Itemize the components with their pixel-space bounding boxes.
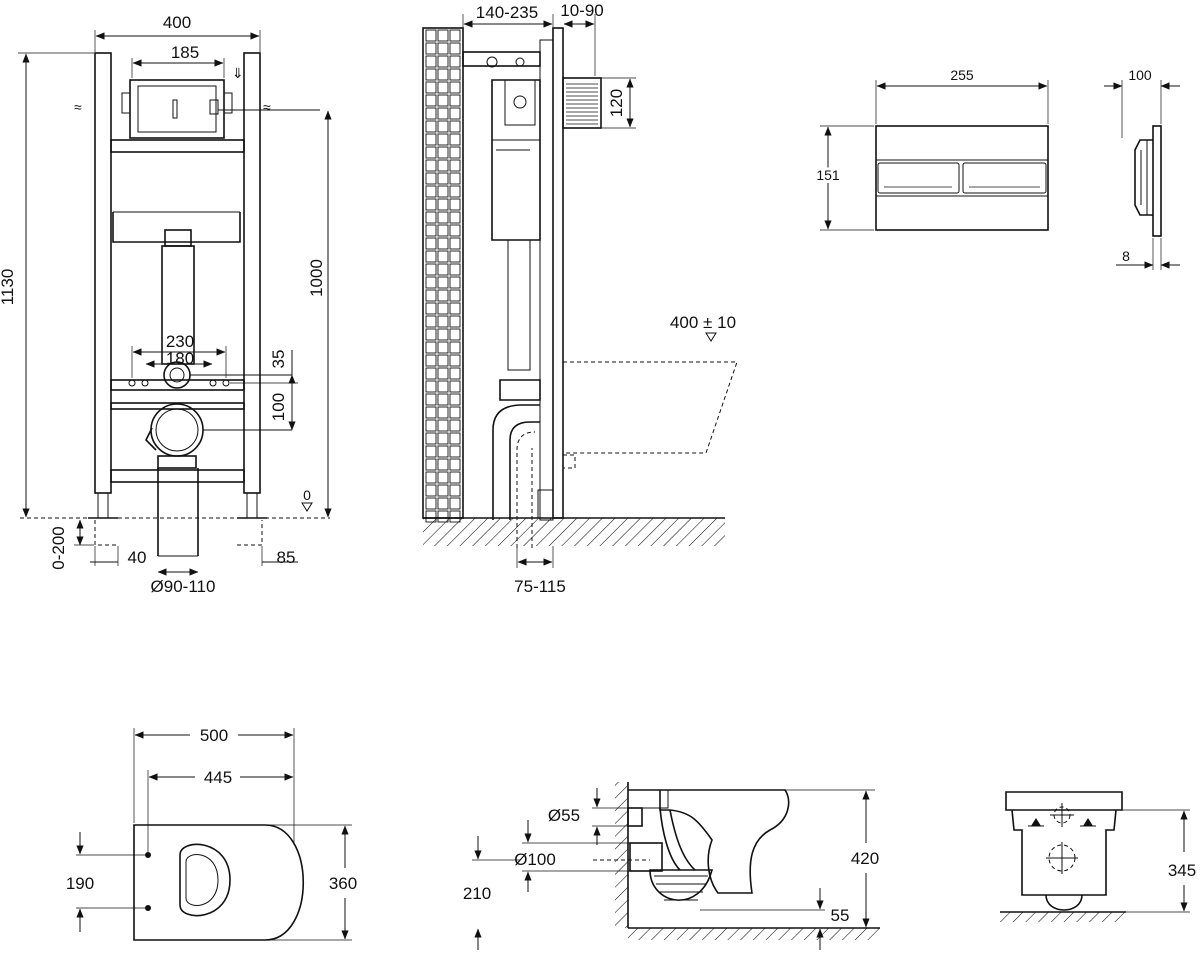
dim-mechanism-height: 120 (607, 89, 626, 117)
dim-rear-height: 345 (1168, 861, 1196, 880)
dim-button-height: 1000 (307, 259, 326, 297)
dim-toilet-width: 360 (329, 874, 357, 893)
dim-leg-40: 40 (128, 548, 147, 567)
wall-brick-grid (425, 29, 461, 523)
flush-plate (875, 125, 1049, 231)
dim-bolt-inner: 180 (166, 349, 194, 368)
dim-plate-thickness: 8 (1122, 248, 1130, 264)
dim-pipe-diameter: Ø90-110 (151, 577, 216, 596)
floor-hatch (423, 518, 725, 546)
dim-bottom-gap: 55 (831, 906, 850, 925)
dim-leg-85: 85 (277, 548, 296, 567)
toilet-top-view: 500 445 360 190 (66, 726, 357, 941)
dim-module-width: 185 (171, 43, 199, 62)
right-upright (243, 52, 261, 494)
dim-plate-height: 151 (816, 167, 840, 183)
dim-depth-range: 140-235 (476, 3, 538, 22)
dim-frame-width: 400 (163, 13, 191, 32)
dim-outlet-diameter: Ø100 (514, 850, 556, 869)
svg-text:⇓: ⇓ (232, 65, 244, 81)
toilet-rear-rim (1005, 791, 1123, 811)
dim-inlet-offset: 35 (269, 350, 288, 369)
dim-bowl-height: 400 ± 10 (670, 313, 736, 332)
dim-plate-width: 255 (950, 67, 974, 83)
flush-plate-side-view: 100 8 (1104, 67, 1180, 270)
dim-outlet-height: 210 (463, 884, 491, 903)
dim-toilet-length: 500 (200, 726, 228, 745)
dim-bolt-spacing: 190 (66, 874, 94, 893)
toilet-bowl-top (133, 824, 304, 941)
svg-text:≈: ≈ (263, 99, 271, 115)
dim-wall-range: 10-90 (560, 1, 603, 20)
toilet-bowl-side (628, 789, 790, 894)
frame-side-view: 140-235 10-90 120 400 ± 10 75-115 (422, 1, 738, 596)
wall-blocks (422, 27, 464, 519)
dim-toilet-height: 420 (851, 849, 879, 868)
plate-side-panel (1152, 125, 1162, 237)
toilet-side-view: Ø55 Ø100 210 420 55 (463, 782, 880, 950)
dim-frame-height: 1130 (0, 269, 17, 306)
dim-inner-length: 445 (204, 768, 232, 787)
dim-leg-range: 0-200 (49, 526, 68, 569)
toilet-outline (563, 361, 738, 454)
dim-inlet-diameter: Ø55 (548, 806, 580, 825)
finished-wall (552, 27, 564, 519)
dim-outlet-range: 75-115 (514, 577, 566, 596)
toilet-rear-view: 345 (1000, 791, 1196, 922)
flush-plate-front-view: 255 151 (813, 67, 1049, 231)
dim-waste-offset: 100 (269, 393, 288, 421)
left-upright (94, 52, 112, 494)
frame-front-view: ≈ ≈ ⇓ 400 185 (0, 13, 332, 596)
dim-bolt-outer: 230 (166, 332, 194, 351)
dim-plate-depth: 100 (1128, 67, 1152, 83)
floor-level-value: 0 (303, 487, 311, 503)
svg-text:≈: ≈ (74, 99, 82, 115)
button-mechanism-ribs (566, 83, 598, 125)
